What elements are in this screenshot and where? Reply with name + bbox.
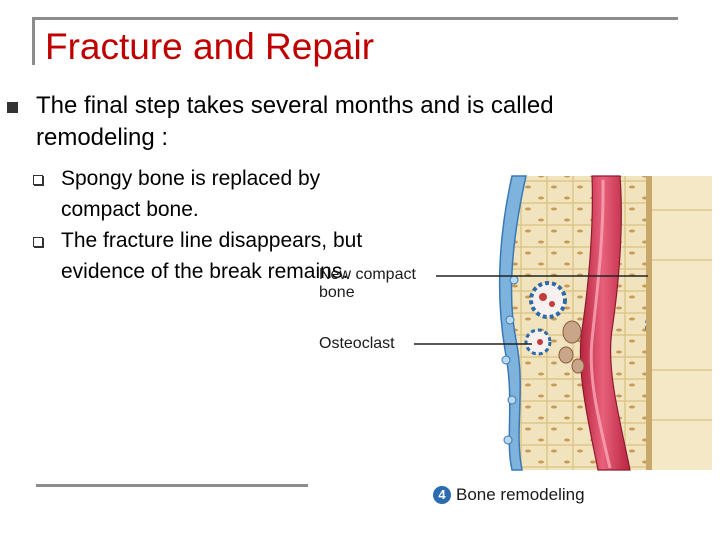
spongy-bone-remnants <box>558 320 585 374</box>
hollow-square-bullet-icon <box>33 175 43 185</box>
sub-bullet-2: The fracture line disappears, but eviden… <box>61 229 363 283</box>
label-osteoclast: Osteoclast <box>319 335 395 352</box>
compact-bone-tissue <box>512 176 650 470</box>
osteoclast-cluster-left <box>524 281 567 356</box>
step-number-badge: 4 <box>433 486 451 504</box>
main-bullet-text: The final step takes several months and … <box>36 92 554 151</box>
bottom-rule <box>36 484 308 487</box>
figure-caption: Bone remodeling <box>456 485 585 504</box>
bone-remodeling-illustration <box>414 175 712 471</box>
square-bullet-icon <box>7 102 18 113</box>
hollow-square-bullet-icon <box>33 237 43 247</box>
slide-title: Fracture and Repair <box>45 26 375 67</box>
title-frame-top-rule <box>32 17 678 20</box>
title-frame-left-rule <box>32 17 35 65</box>
sub-bullet-1: Spongy bone is replaced by compact bone. <box>61 167 321 221</box>
label-new-compact-bone: New compact bone <box>319 266 416 301</box>
